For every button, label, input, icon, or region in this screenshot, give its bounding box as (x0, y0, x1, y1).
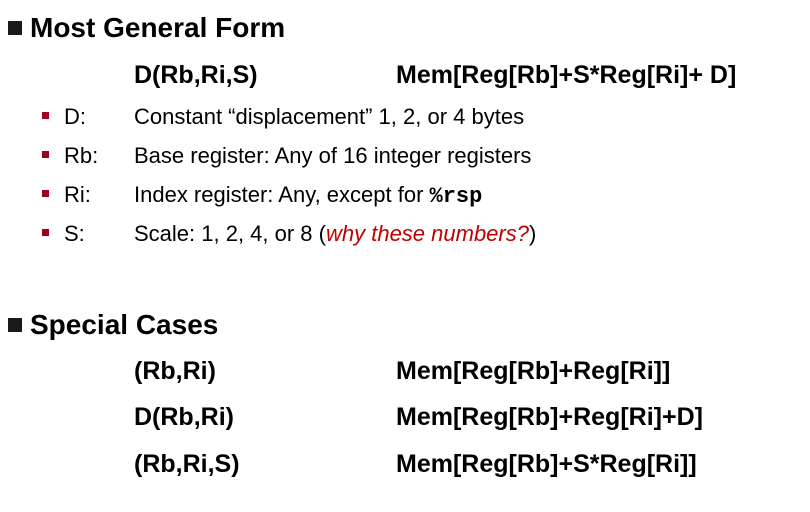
special-expression-2: Mem[Reg[Rb]+Reg[Ri]+D] (396, 403, 703, 431)
heading-square-icon (8, 21, 22, 35)
bullet-square-icon (42, 190, 49, 197)
general-expression: Mem[Reg[Rb]+S*Reg[Ri]+ D] (396, 61, 737, 89)
special-form-2: D(Rb,Ri) (134, 403, 234, 431)
special-form-3: (Rb,Ri,S) (134, 450, 240, 478)
general-form: D(Rb,Ri,S) (134, 61, 258, 89)
item-description-tail: ) (528, 221, 537, 246)
item-description-text: Scale: 1, 2, 4, or 8 ( (134, 221, 326, 246)
item-description: Constant “displacement” 1, 2, or 4 bytes (134, 104, 525, 129)
heading-most-general-form: Most General Form (8, 12, 285, 44)
heading-square-icon (8, 318, 22, 332)
special-expression-1: Mem[Reg[Rb]+Reg[Ri]] (396, 357, 671, 385)
special-expression-3: Mem[Reg[Rb]+S*Reg[Ri]] (396, 450, 697, 478)
list-item-s: S: Scale: 1, 2, 4, or 8 (why these numbe… (42, 221, 536, 247)
list-item-d: D: Constant “displacement” 1, 2, or 4 by… (42, 104, 524, 130)
special-form-1: (Rb,Ri) (134, 357, 216, 385)
item-description: Index register: Any, except for %rsp (134, 182, 482, 210)
emphasis-text: why these numbers? (325, 221, 529, 246)
heading-special-cases: Special Cases (8, 309, 218, 341)
heading-text: Most General Form (30, 12, 286, 43)
list-item-ri: Ri: Index register: Any, except for %rsp (42, 182, 482, 209)
bullet-square-icon (42, 151, 49, 158)
item-term: Rb: (64, 143, 99, 168)
item-term: D: (64, 104, 86, 129)
list-item-rb: Rb: Base register: Any of 16 integer reg… (42, 143, 531, 169)
item-description: Base register: Any of 16 integer registe… (134, 143, 532, 168)
register-code: %rsp (429, 184, 483, 209)
bullet-square-icon (42, 229, 49, 236)
item-term: Ri: (64, 182, 91, 207)
item-term: S: (64, 221, 85, 246)
bullet-square-icon (42, 112, 49, 119)
item-description-text: Index register: Any, except for (134, 182, 430, 207)
item-description: Scale: 1, 2, 4, or 8 (why these numbers?… (134, 221, 536, 247)
heading-text: Special Cases (30, 309, 219, 340)
